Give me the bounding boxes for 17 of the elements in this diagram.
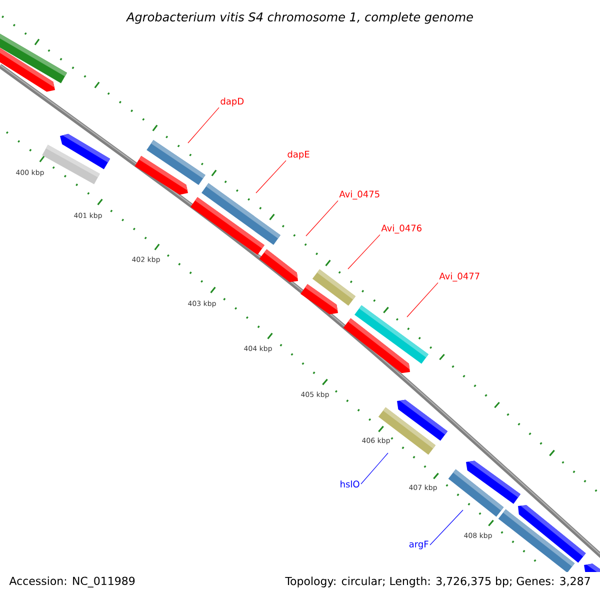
gene-label: dapD	[220, 98, 244, 106]
leader-line	[430, 510, 464, 546]
gene-label: argF	[409, 540, 428, 550]
leader-line	[406, 282, 438, 318]
genome-info-text: Topology: circular; Length: 3,726,375 bp; Genes: 3,287	[285, 576, 590, 588]
title: Agrobacterium vitis S4 chromosome 1, complete genome	[126, 12, 473, 24]
gene-label: dapE	[288, 150, 310, 160]
gene-label: Avi_0476	[381, 224, 422, 234]
leader-line	[306, 200, 338, 236]
leader-line	[188, 107, 220, 144]
gene-label: hslO	[340, 480, 360, 488]
gene-label: Avi_0475	[339, 190, 380, 200]
leader-line	[256, 160, 286, 194]
leader-line	[360, 452, 388, 484]
gene-label: Avi_0477	[439, 272, 480, 282]
accession-text: Accession: NC_011989	[9, 576, 135, 588]
leader-line	[348, 234, 380, 270]
